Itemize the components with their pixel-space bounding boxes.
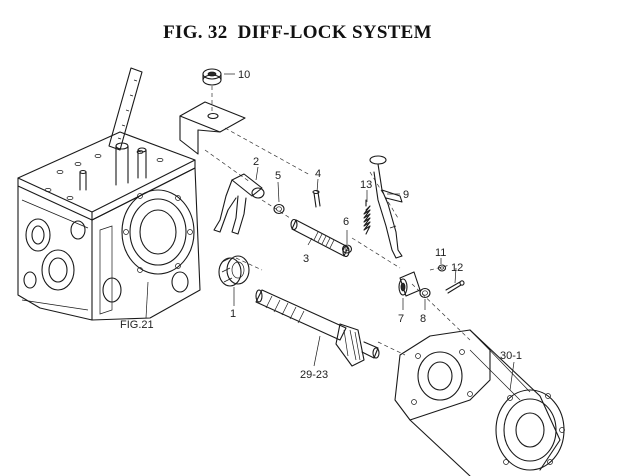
part-12-cotter-pin: [445, 280, 465, 294]
part-6-ring: [341, 244, 353, 254]
part-8-ring: [419, 287, 431, 299]
part-29-23-pinion-shaft: [255, 289, 380, 367]
callout-4: 4: [315, 168, 321, 180]
callout-fig21: FIG.21: [120, 319, 154, 331]
part-30-1-axle-housing: [394, 329, 565, 476]
callout-11: 11: [435, 247, 446, 259]
part-9-diff-lock-lever: [369, 155, 403, 259]
callout-10: 10: [238, 69, 250, 81]
figure-title: FIG. 32 DIFF-LOCK SYSTEM: [163, 22, 432, 43]
part-5-snap-ring: [273, 203, 285, 215]
part-13-spring: [363, 199, 371, 235]
part-11-washer: [437, 264, 447, 272]
callout-6: 6: [343, 216, 349, 228]
callout-2: 2: [253, 156, 259, 168]
callout-12: 12: [451, 262, 463, 274]
callout-1: 1: [230, 308, 236, 320]
part-7-collar: [398, 271, 421, 297]
callout-13: 13: [360, 179, 372, 191]
callout-7: 7: [398, 313, 404, 325]
callout-9: 9: [403, 189, 409, 201]
callout-30-1: 30-1: [500, 350, 522, 362]
callout-8: 8: [420, 313, 426, 325]
part-3-shift-shaft: [290, 218, 350, 258]
callout-29-23: 29-23: [300, 369, 328, 381]
part-1-lock-sleeve: [218, 255, 250, 287]
leader-lines: [145, 73, 515, 391]
callout-labels: 10 2 5 4 13 9 6 3 11 12 7 8 1 FIG.21 29-…: [120, 69, 522, 381]
callout-3: 3: [303, 253, 309, 265]
transmission-case: [17, 67, 201, 321]
part-10-cap: [202, 68, 222, 86]
lock-bracket: [179, 86, 246, 155]
part-2-shift-fork: [213, 173, 265, 235]
part-4-pin: [312, 189, 321, 208]
callout-5: 5: [275, 170, 281, 182]
